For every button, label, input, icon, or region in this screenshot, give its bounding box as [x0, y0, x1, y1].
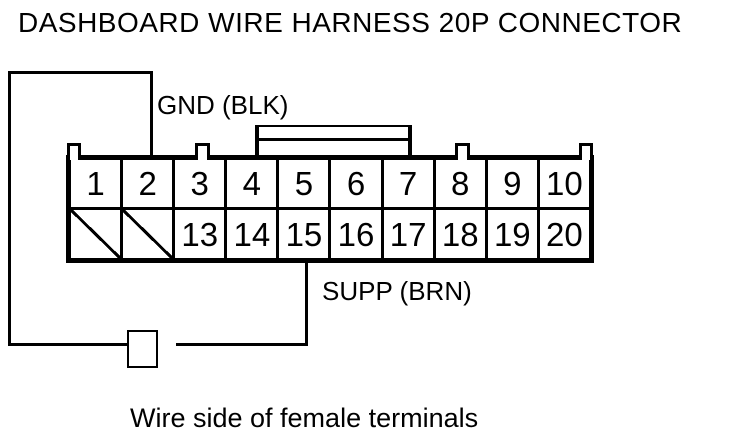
connector-notch-pin3 [195, 143, 210, 160]
connector-lock-ramp [255, 125, 412, 155]
pin-cell-15: 15 [279, 210, 332, 258]
pin-cell-4: 4 [227, 160, 280, 207]
wire-bottom-right-segment [176, 343, 307, 346]
gnd-wire-label: GND (BLK) [157, 90, 289, 120]
pin-cell-9: 9 [488, 160, 540, 207]
pin-cell-18: 18 [436, 210, 488, 258]
pin-cell-13: 13 [175, 210, 228, 258]
pin-row-top: 1 2 3 4 5 6 7 8 9 10 [71, 160, 589, 210]
gnd-wire-left-segment [8, 71, 11, 346]
supp-wire-label: SUPP (BRN) [322, 276, 472, 306]
pin-cell-14: 14 [227, 210, 280, 258]
pin-cell-7: 7 [384, 160, 436, 207]
pin-cell-blank-11 [71, 210, 124, 258]
wire-bottom-left-segment [8, 343, 128, 346]
pin-cell-3: 3 [175, 160, 228, 207]
pin-cell-2: 2 [123, 160, 176, 207]
ground-terminal-box [127, 330, 158, 368]
connector-notch-pin8 [455, 143, 470, 160]
pin-row-bottom: 13 14 15 16 17 18 19 20 [71, 210, 589, 258]
connector-body: 1 2 3 4 5 6 7 8 9 10 13 14 15 16 17 18 1… [66, 155, 594, 263]
pin-cell-20: 20 [546, 215, 583, 253]
gnd-wire-drop-to-pin2 [150, 71, 153, 159]
pin-cell-10: 10 [546, 165, 583, 202]
pin-cell-1: 1 [71, 160, 124, 207]
pin-cell-6: 6 [331, 160, 384, 207]
pin-cell-5: 5 [279, 160, 332, 207]
lock-ramp-divider [259, 138, 408, 141]
diagram-caption: Wire side of female terminals [130, 403, 479, 433]
supp-wire-drop-from-pin15 [305, 260, 308, 346]
connector-index-tab-right [579, 143, 593, 160]
gnd-wire-top-segment [8, 71, 153, 74]
pin-cell-blank-12 [123, 210, 176, 258]
connector-index-tab-left [67, 143, 81, 160]
pin-cell-16: 16 [331, 210, 384, 258]
pin-cell-17: 17 [384, 210, 436, 258]
page-title: DASHBOARD WIRE HARNESS 20P CONNECTOR [18, 7, 683, 38]
pin-cell-19: 19 [488, 210, 540, 258]
pin-cell-8: 8 [436, 160, 488, 207]
